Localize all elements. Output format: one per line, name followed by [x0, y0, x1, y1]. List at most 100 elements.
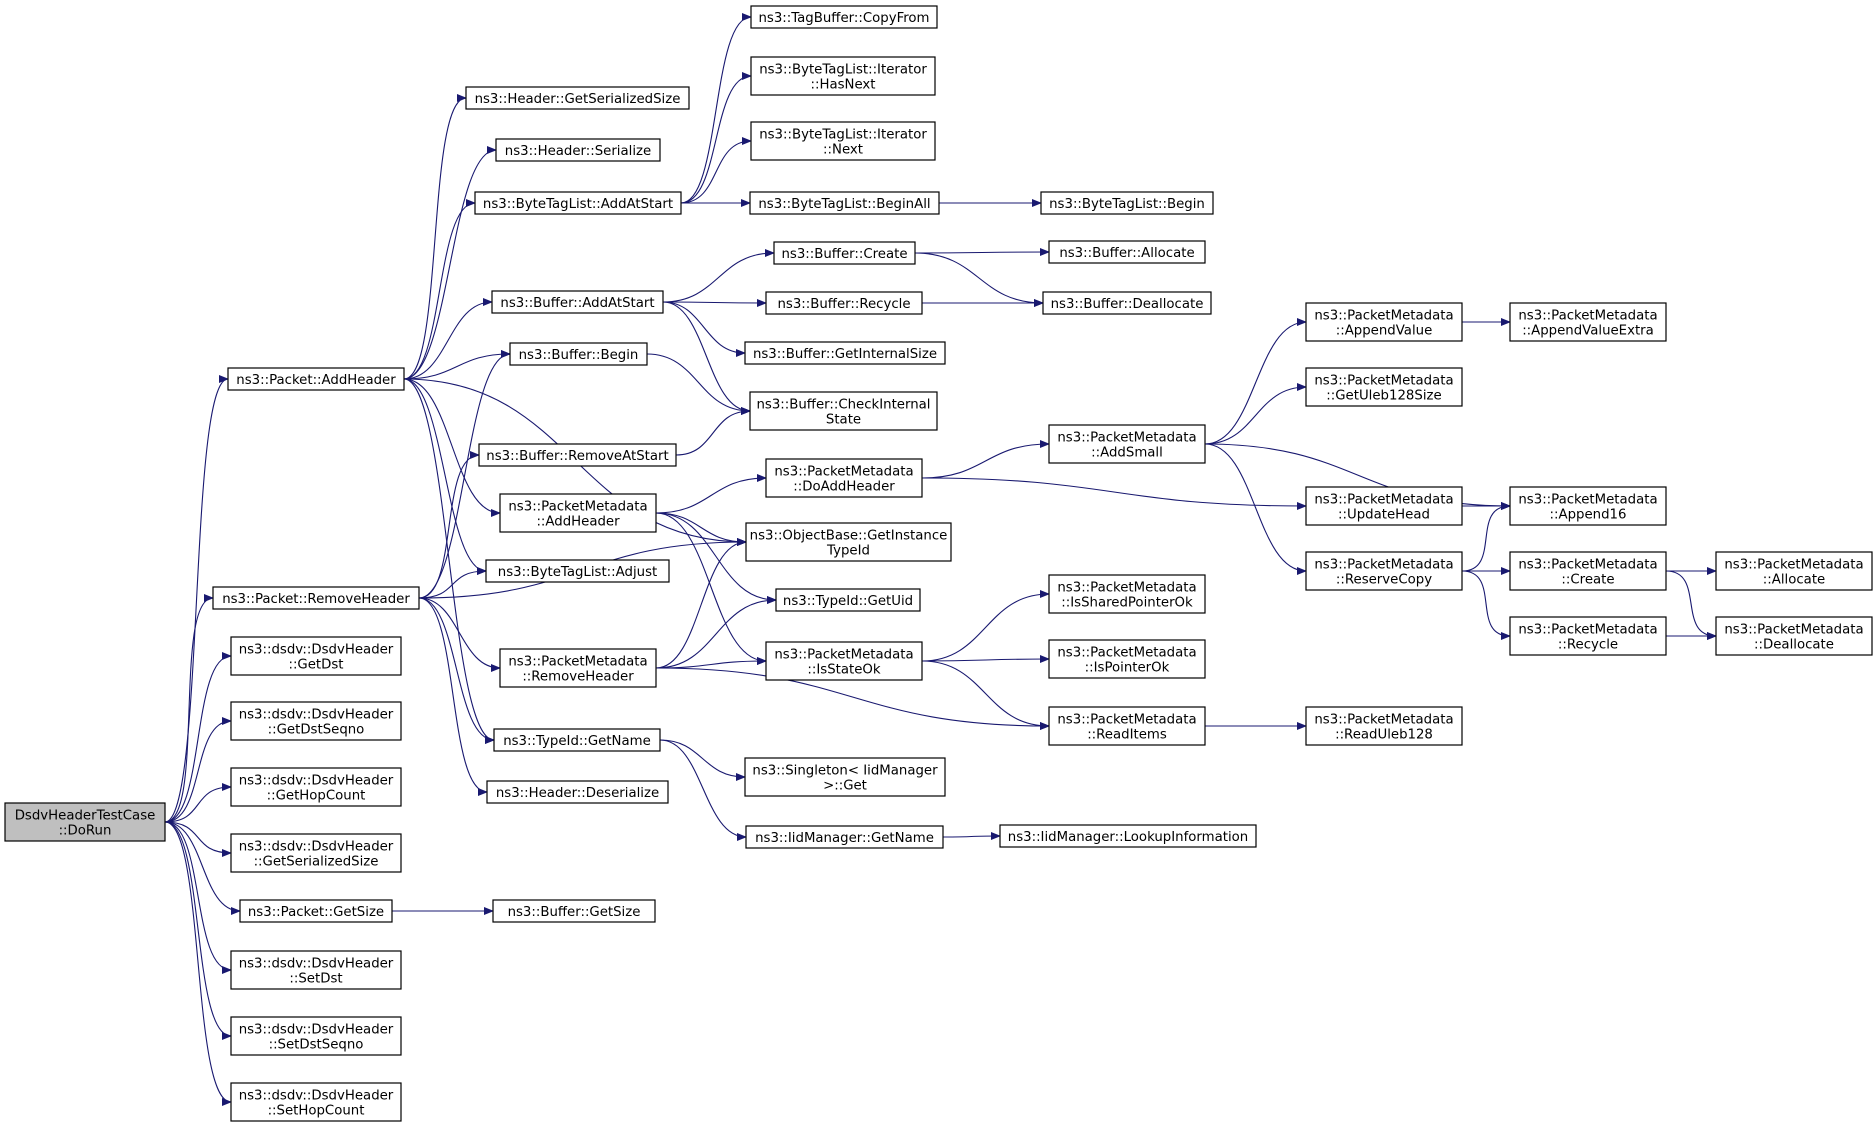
- node-packetmetadata-getuleb128size[interactable]: ns3::PacketMetadata::GetUleb128Size: [1305, 367, 1463, 407]
- node-label-line: ::AddHeader: [536, 515, 620, 530]
- node-buffer-removeatstart[interactable]: ns3::Buffer::RemoveAtStart: [478, 443, 677, 467]
- node-packetmetadata-appendvalue[interactable]: ns3::PacketMetadata::AppendValue: [1305, 302, 1463, 342]
- node-box: [227, 367, 405, 391]
- node-packet-removeheader[interactable]: ns3::Packet::RemoveHeader: [212, 586, 420, 610]
- node-box: [1040, 191, 1214, 215]
- node-tagbuffer-copyfrom[interactable]: ns3::TagBuffer::CopyFrom: [750, 5, 938, 29]
- node-packetmetadata-removeheader[interactable]: ns3::PacketMetadata::RemoveHeader: [499, 648, 657, 688]
- node-packetmetadata-doaddheader[interactable]: ns3::PacketMetadata::DoAddHeader: [765, 458, 923, 498]
- node-packetmetadata-updatehead[interactable]: ns3::PacketMetadata::UpdateHead: [1305, 486, 1463, 526]
- node-packetmetadata-appendvalueextra[interactable]: ns3::PacketMetadata::AppendValueExtra: [1509, 302, 1667, 342]
- node-bytetaglist-addatstart[interactable]: ns3::ByteTagList::AddAtStart: [474, 191, 682, 215]
- node-label-line: ::AppendValueExtra: [1522, 324, 1654, 339]
- node-packetmetadata-deallocate[interactable]: ns3::PacketMetadata::Deallocate: [1715, 616, 1873, 656]
- node-packetmetadata-append16[interactable]: ns3::PacketMetadata::Append16: [1509, 486, 1667, 526]
- node-box: [491, 290, 664, 314]
- node-packetmetadata-allocate[interactable]: ns3::PacketMetadata::Allocate: [1715, 551, 1873, 591]
- node-label-line: ns3::PacketMetadata: [1057, 581, 1196, 596]
- node-label-line: ns3::ByteTagList::AddAtStart: [483, 197, 673, 212]
- node-dsdv-getdst[interactable]: ns3::dsdv::DsdvHeader::GetDst: [230, 636, 402, 676]
- edge: [164, 652, 232, 823]
- node-packet-getsize[interactable]: ns3::Packet::GetSize: [239, 899, 393, 923]
- node-iidmanager-lookupinformation[interactable]: ns3::IidManager::LookupInformation: [999, 824, 1257, 848]
- node-dsdv-getdstseqno[interactable]: ns3::dsdv::DsdvHeader::GetDstSeqno: [230, 701, 402, 741]
- edge-packet-addheader-to-bytetaglist-addatstart: [403, 199, 476, 380]
- edge: [164, 717, 232, 823]
- node-packetmetadata-isstateok[interactable]: ns3::PacketMetadata::IsStateOk: [765, 641, 923, 681]
- node-box: [750, 121, 936, 161]
- node-bytetaglist-adjust[interactable]: ns3::ByteTagList::Adjust: [485, 559, 670, 583]
- edge: [164, 375, 229, 823]
- node-packetmetadata-readitems[interactable]: ns3::PacketMetadata::ReadItems: [1048, 706, 1206, 746]
- node-dsdv-setdst[interactable]: ns3::dsdv::DsdvHeader::SetDst: [230, 950, 402, 990]
- node-packetmetadata-addheader[interactable]: ns3::PacketMetadata::AddHeader: [499, 493, 657, 533]
- node-dsdv-getserializedsize[interactable]: ns3::dsdv::DsdvHeader::GetSerializedSize: [230, 833, 402, 873]
- node-dsdv-setdstseqno[interactable]: ns3::dsdv::DsdvHeader::SetDstSeqno: [230, 1016, 402, 1056]
- node-singleton-get[interactable]: ns3::Singleton< IidManager>::Get: [744, 757, 946, 797]
- node-box: [474, 191, 682, 215]
- node-box: [745, 825, 944, 849]
- node-packetmetadata-readuleb128[interactable]: ns3::PacketMetadata::ReadUleb128: [1305, 706, 1463, 746]
- node-dsdv-gethopcount[interactable]: ns3::dsdv::DsdvHeader::GetHopCount: [230, 767, 402, 807]
- node-header-deserialize[interactable]: ns3::Header::Deserialize: [486, 780, 669, 804]
- node-box: [1305, 367, 1463, 407]
- node-label-line: ns3::Buffer::AddAtStart: [500, 296, 654, 311]
- node-label-line: ns3::PacketMetadata: [1724, 558, 1863, 573]
- edge: [1204, 318, 1307, 445]
- node-packet-addheader[interactable]: ns3::Packet::AddHeader: [227, 367, 405, 391]
- node-typeid-getuid[interactable]: ns3::TypeId::GetUid: [775, 588, 921, 612]
- node-label-line: ns3::Buffer::Allocate: [1059, 246, 1194, 261]
- node-root[interactable]: DsdvHeaderTestCase::DoRun: [4, 802, 166, 842]
- node-label-line: ::IsPointerOk: [1085, 661, 1170, 676]
- edge-packetmetadata-reservecopy-to-packetmetadata-append16: [1461, 502, 1511, 572]
- edge-packetmetadata-removeheader-to-typeid-getuid: [655, 596, 777, 669]
- node-packetmetadata-recycle[interactable]: ns3::PacketMetadata::Recycle: [1509, 616, 1667, 656]
- node-label-line: ::Recycle: [1558, 638, 1618, 653]
- node-packetmetadata-addsmall[interactable]: ns3::PacketMetadata::AddSmall: [1048, 424, 1206, 464]
- node-buffer-allocate[interactable]: ns3::Buffer::Allocate: [1048, 240, 1206, 264]
- node-packetmetadata-issharedpointerok[interactable]: ns3::PacketMetadata::IsSharedPointerOk: [1048, 574, 1206, 614]
- edge-packetmetadata-addsmall-to-packetmetadata-reservecopy: [1204, 443, 1307, 575]
- edge-packet-removeheader-to-buffer-removeatstart: [418, 451, 480, 599]
- node-dsdv-sethopcount[interactable]: ns3::dsdv::DsdvHeader::SetHopCount: [230, 1082, 402, 1122]
- node-packetmetadata-ispointerok[interactable]: ns3::PacketMetadata::IsPointerOk: [1048, 639, 1206, 679]
- node-box: [1048, 424, 1206, 464]
- node-label-line: ns3::ByteTagList::Iterator: [759, 63, 927, 78]
- node-packetmetadata-create[interactable]: ns3::PacketMetadata::Create: [1509, 551, 1667, 591]
- node-iidmanager-getname[interactable]: ns3::IidManager::GetName: [745, 825, 944, 849]
- node-buffer-addatstart[interactable]: ns3::Buffer::AddAtStart: [491, 290, 664, 314]
- node-buffer-create[interactable]: ns3::Buffer::Create: [773, 241, 916, 265]
- node-bytetaglist-beginall[interactable]: ns3::ByteTagList::BeginAll: [749, 191, 940, 215]
- node-box: [1042, 291, 1212, 315]
- edge: [164, 783, 232, 823]
- node-box: [749, 391, 938, 431]
- edge-iidmanager-getname-to-iidmanager-lookupinformation: [942, 832, 1001, 841]
- node-buffer-deallocate[interactable]: ns3::Buffer::Deallocate: [1042, 291, 1212, 315]
- node-header-serialize[interactable]: ns3::Header::Serialize: [495, 138, 661, 162]
- node-box: [1509, 616, 1667, 656]
- node-bytetaglist-iterator-hasnext[interactable]: ns3::ByteTagList::Iterator::HasNext: [750, 56, 936, 96]
- node-label-line: ns3::Singleton< IidManager: [752, 764, 938, 779]
- edge-typeid-getname-to-iidmanager-getname: [659, 739, 747, 841]
- edge: [921, 477, 1307, 510]
- node-header-getserializedsize[interactable]: ns3::Header::GetSerializedSize: [465, 86, 690, 110]
- node-buffer-getsize[interactable]: ns3::Buffer::GetSize: [492, 899, 656, 923]
- node-bytetaglist-begin[interactable]: ns3::ByteTagList::Begin: [1040, 191, 1214, 215]
- node-typeid-getname[interactable]: ns3::TypeId::GetName: [493, 728, 661, 752]
- node-label-line: ::IsStateOk: [807, 663, 880, 678]
- node-packetmetadata-reservecopy[interactable]: ns3::PacketMetadata::ReserveCopy: [1305, 551, 1463, 591]
- node-box: [1715, 616, 1873, 656]
- node-box: [1509, 486, 1667, 526]
- node-box: [773, 241, 916, 265]
- node-buffer-getinternalsize[interactable]: ns3::Buffer::GetInternalSize: [744, 341, 946, 365]
- node-bytetaglist-iterator-next[interactable]: ns3::ByteTagList::Iterator::Next: [750, 121, 936, 161]
- node-buffer-begin[interactable]: ns3::Buffer::Begin: [509, 342, 648, 366]
- node-label-line: ::SetDst: [289, 972, 342, 987]
- edge-buffer-addatstart-to-buffer-checkinternalstate: [662, 301, 751, 415]
- edge: [680, 137, 752, 204]
- node-label-line: ns3::Buffer::GetSize: [508, 905, 641, 920]
- node-label-line: ns3::dsdv::DsdvHeader: [239, 1023, 394, 1038]
- node-buffer-recycle[interactable]: ns3::Buffer::Recycle: [765, 291, 923, 315]
